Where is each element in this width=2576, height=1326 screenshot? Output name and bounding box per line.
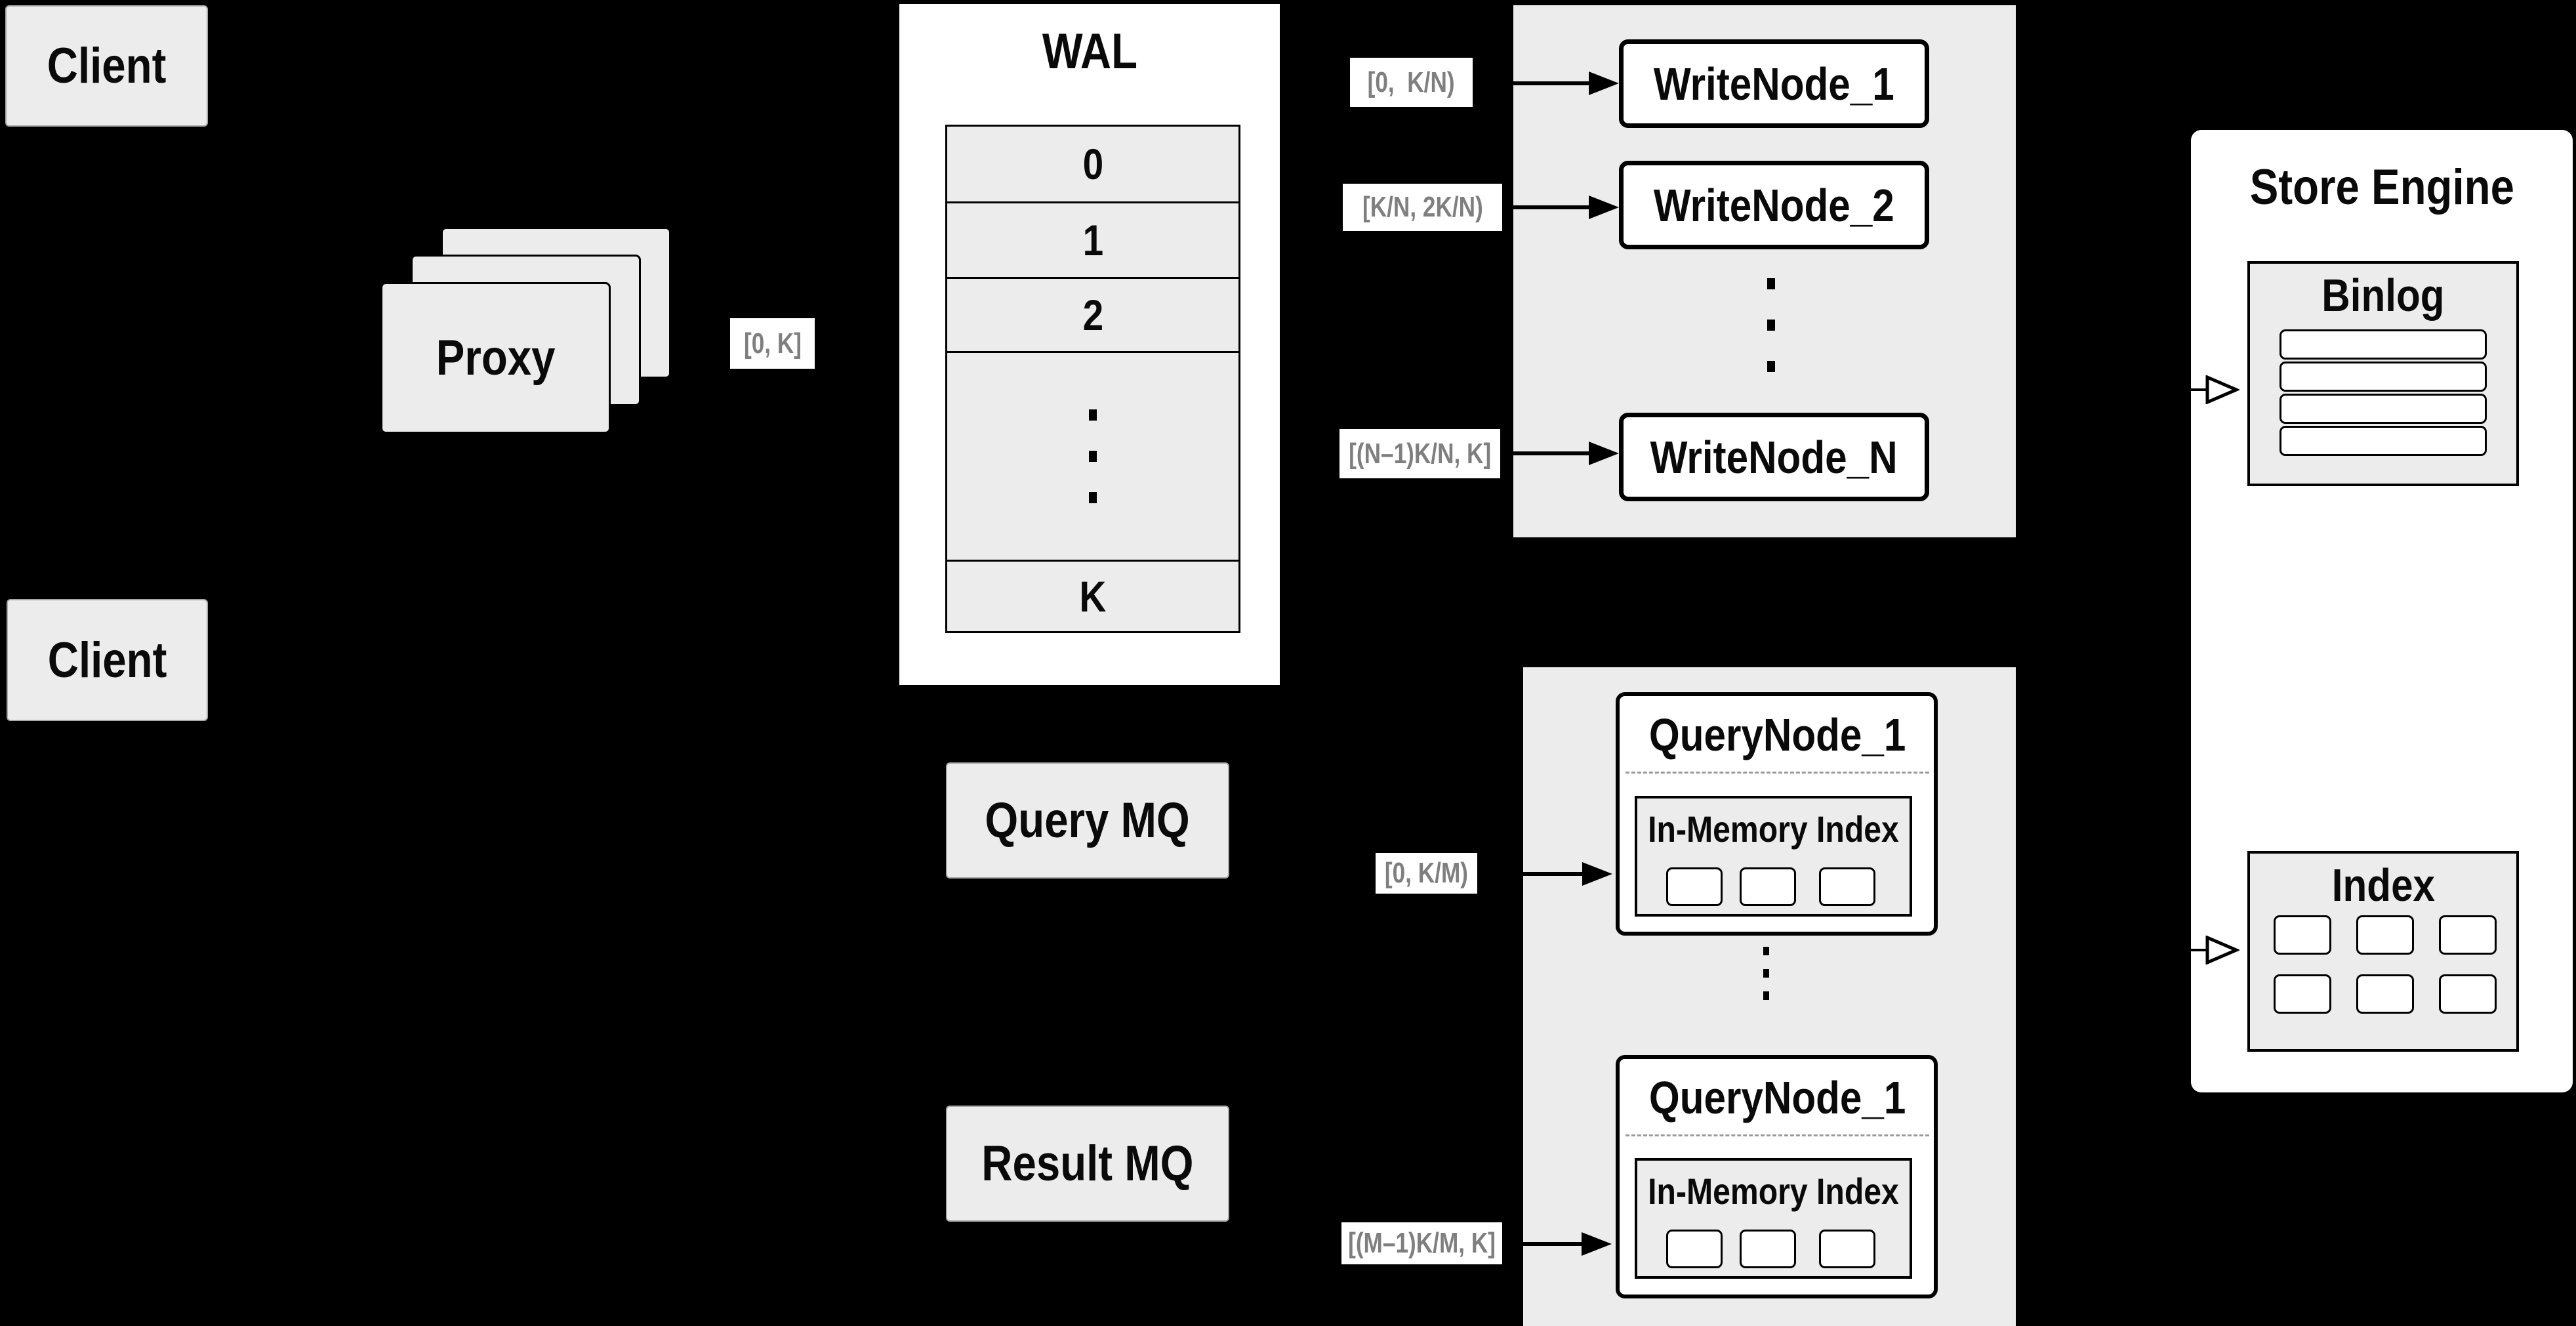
proxy-label: Proxy <box>436 330 556 386</box>
query-node-title: QueryNode_1 <box>1648 1071 1906 1123</box>
arrowhead-icon <box>1582 1232 1612 1256</box>
write-range-label: [0, K/N) <box>1367 66 1455 98</box>
client-box-top: Client <box>5 5 208 127</box>
store-engine-title: Store Engine <box>2249 159 2514 215</box>
write-node-box-2: WriteNode_2 <box>1619 161 1929 249</box>
arrowhead-icon <box>1589 72 1619 95</box>
write-node-label: WriteNode_1 <box>1654 58 1894 110</box>
write-range-label: [K/N, 2K/N) <box>1362 191 1483 223</box>
write-node-label: WriteNode_2 <box>1654 179 1894 231</box>
result-mq-label: Result MQ <box>981 1136 1194 1191</box>
query-range-chip-2: [(M–1)K/M, K] <box>1341 1222 1502 1264</box>
query-mq-label: Query MQ <box>985 793 1191 848</box>
write-range-chip-3: [(N–1)K/N, K] <box>1339 429 1500 478</box>
write-range-chip-2: [K/N, 2K/N) <box>1343 184 1502 231</box>
arrow-shaft <box>1477 872 1585 876</box>
index-cell <box>2439 974 2497 1014</box>
wal-ellipsis-row <box>947 353 1238 562</box>
query-range-label: [0, K/M) <box>1384 857 1469 889</box>
index-cell <box>2439 915 2497 955</box>
arrow-to-writenode-n <box>1500 440 1619 466</box>
write-node-box-1: WriteNode_1 <box>1619 39 1929 128</box>
index-cell <box>2356 974 2414 1014</box>
in-memory-index-title: In-Memory Index <box>1648 1170 1899 1212</box>
vertical-ellipsis-icon <box>1767 278 1775 372</box>
query-mq-box: Query MQ <box>946 762 1229 879</box>
index-cell <box>2274 915 2331 955</box>
arrow-to-writenode-1 <box>1473 70 1619 96</box>
wal-segment-label: 0 <box>1082 140 1103 188</box>
dashed-divider <box>1625 1134 1929 1136</box>
wal-box: WAL 0 1 2 K <box>897 1 1282 688</box>
query-range-chip-1: [0, K/M) <box>1376 853 1477 894</box>
arrowhead-icon <box>1589 442 1619 465</box>
wal-title-area: WAL <box>899 4 1280 99</box>
wal-segment-label: 2 <box>1082 291 1103 339</box>
index-cell <box>2274 974 2331 1014</box>
in-memory-index-title: In-Memory Index <box>1648 808 1899 850</box>
result-mq-box: Result MQ <box>946 1106 1229 1222</box>
query-node-title-area: QueryNode_1 <box>1616 703 1939 766</box>
client-label: Client <box>47 38 167 94</box>
arrow-to-querynode-1 <box>1477 861 1612 887</box>
arrow-shaft <box>1500 451 1591 455</box>
arrow-shaft <box>1502 1242 1584 1246</box>
write-range-label: [(N–1)K/N, K] <box>1348 437 1492 470</box>
index-cell <box>2356 915 2414 955</box>
index-segment-box <box>1666 867 1723 906</box>
query-range-label: [(M–1)K/M, K] <box>1348 1227 1496 1259</box>
binlog-box: Binlog <box>2247 261 2519 486</box>
binlog-row <box>2280 362 2487 392</box>
open-arrowhead-icon <box>2205 936 2239 964</box>
vertical-ellipsis-icon <box>1763 947 1769 1000</box>
index-title: Index <box>2331 860 2435 911</box>
arrow-shaft <box>1502 205 1591 209</box>
write-node-label: WriteNode_N <box>1650 431 1898 483</box>
wal-segment-row: 2 <box>947 279 1238 353</box>
proxy-range-chip: [0, K] <box>730 318 815 369</box>
binlog-row <box>2280 426 2487 456</box>
binlog-rows <box>2280 329 2487 456</box>
arrowhead-icon <box>1589 196 1619 219</box>
binlog-row <box>2280 394 2487 424</box>
wal-segment-label: K <box>1079 572 1107 621</box>
wal-segment-label: 1 <box>1082 216 1103 264</box>
binlog-title: Binlog <box>2321 270 2445 321</box>
open-arrowhead-icon <box>2205 375 2239 404</box>
index-segment-box <box>1819 867 1875 906</box>
index-segment-box <box>1819 1230 1875 1268</box>
index-title-area: Index <box>2250 854 2516 917</box>
binlog-title-area: Binlog <box>2250 264 2516 327</box>
write-range-chip-1: [0, K/N) <box>1350 58 1473 107</box>
wal-segment-table: 0 1 2 K <box>945 125 1240 633</box>
arrowhead-icon <box>1582 862 1612 886</box>
arrow-shaft <box>2190 388 2208 391</box>
query-node-title: QueryNode_1 <box>1648 709 1906 760</box>
arrow-shaft <box>1473 81 1591 85</box>
vertical-ellipsis-icon <box>1089 409 1097 503</box>
wal-segment-row: 1 <box>947 203 1238 279</box>
dashed-divider <box>1625 772 1929 774</box>
arrow-to-querynode-2 <box>1502 1231 1612 1257</box>
wal-segment-row: 0 <box>947 127 1238 203</box>
wal-segment-row: K <box>947 562 1238 631</box>
client-box-bottom: Client <box>7 599 208 721</box>
index-segment-box <box>1666 1230 1723 1268</box>
proxy-card-front: Proxy <box>380 282 611 434</box>
in-memory-index-title-area: In-Memory Index <box>1637 1161 1910 1221</box>
store-engine-title-area: Store Engine <box>2191 151 2573 223</box>
client-label: Client <box>47 632 167 688</box>
index-segment-box <box>1740 867 1796 906</box>
arrow-shaft <box>2190 949 2208 951</box>
proxy-range-label: [0, K] <box>743 327 802 360</box>
wal-title: WAL <box>1042 24 1137 79</box>
in-memory-index-title-area: In-Memory Index <box>1637 798 1910 859</box>
write-node-box-n: WriteNode_N <box>1619 413 1929 501</box>
query-node-title-area: QueryNode_1 <box>1616 1066 1939 1129</box>
index-segment-box <box>1740 1230 1796 1268</box>
arrow-to-writenode-2 <box>1502 194 1619 220</box>
binlog-row <box>2280 329 2487 360</box>
